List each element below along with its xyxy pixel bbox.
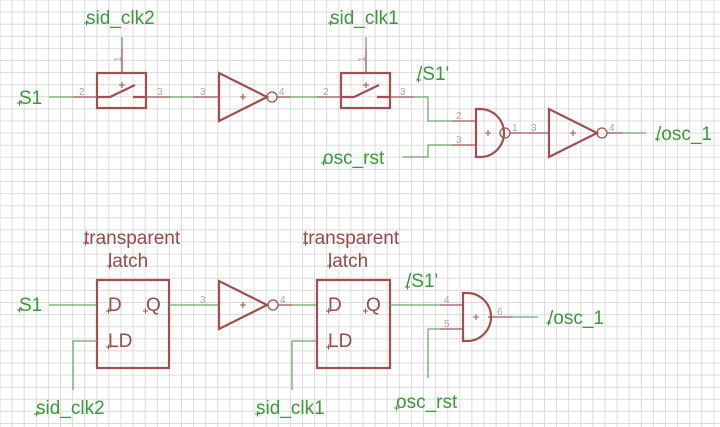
bottom-circuit: S1 transparent latch D Q LD sid_clk2 3 bbox=[17, 228, 604, 419]
latch1-subtitle: latch bbox=[108, 251, 148, 272]
wire-osc-rst-top[interactable] bbox=[403, 144, 452, 158]
pin-label: 1 bbox=[512, 123, 518, 134]
pin-label: 1 bbox=[357, 56, 368, 62]
pin-label: 5 bbox=[444, 319, 450, 330]
and-gate[interactable] bbox=[461, 291, 493, 343]
net-label-sid-clk2-top[interactable]: sid_clk2 bbox=[84, 8, 155, 29]
latch1-pin-d: D bbox=[108, 295, 122, 316]
svg-text:sid_clk2: sid_clk2 bbox=[36, 398, 105, 419]
pin-label: 4 bbox=[280, 295, 286, 306]
transparent-latch-2[interactable]: transparent latch D Q LD bbox=[303, 228, 400, 370]
latch2-subtitle: latch bbox=[328, 251, 368, 272]
net-label-osc-1-top[interactable]: /osc_1 bbox=[655, 124, 712, 145]
net-label-osc-1-bottom[interactable]: /osc_1 bbox=[546, 308, 604, 329]
pin-label: 3 bbox=[456, 135, 462, 146]
net-label-osc-rst-top[interactable]: osc_rst bbox=[321, 148, 385, 169]
wire-sid-clk2-bottom[interactable] bbox=[72, 340, 97, 390]
wire-sid-clk1-bottom[interactable] bbox=[291, 340, 316, 390]
inverter-3[interactable] bbox=[217, 279, 279, 331]
net-label-sid-clk2-bottom[interactable]: sid_clk2 bbox=[34, 398, 105, 419]
svg-text:/osc_1: /osc_1 bbox=[656, 124, 712, 145]
wire-s1-prime-top[interactable] bbox=[414, 96, 452, 122]
svg-text:S1: S1 bbox=[19, 88, 42, 109]
net-label-s1-bottom[interactable]: S1 bbox=[17, 295, 42, 316]
pin-label: 2 bbox=[79, 87, 85, 98]
analog-switch-2[interactable] bbox=[339, 71, 392, 110]
svg-text:/S1': /S1' bbox=[406, 271, 438, 292]
latch2-title: transparent bbox=[303, 228, 400, 249]
svg-text:/osc_1: /osc_1 bbox=[548, 308, 604, 329]
wire-osc-rst-bottom[interactable] bbox=[427, 328, 440, 378]
pin-label: 3 bbox=[200, 295, 206, 306]
latch1-title: transparent bbox=[84, 228, 181, 249]
latch2-pin-q: Q bbox=[366, 295, 381, 316]
pin-label: 4 bbox=[444, 295, 450, 306]
latch1-pin-ld: LD bbox=[108, 331, 132, 352]
svg-text:osc_rst: osc_rst bbox=[396, 392, 458, 413]
pin-label: 4 bbox=[609, 123, 615, 134]
net-label-sid-clk1-top[interactable]: sid_clk1 bbox=[328, 8, 399, 29]
net-label-s1-prime-bottom[interactable]: /S1' bbox=[405, 271, 438, 292]
pin-label: 4 bbox=[279, 87, 285, 98]
pin-label: 6 bbox=[497, 307, 503, 318]
latch2-pin-ld: LD bbox=[328, 331, 352, 352]
net-label-s1-top[interactable]: S1 bbox=[17, 88, 42, 109]
net-label-s1-prime-top[interactable]: /S1' bbox=[416, 64, 449, 85]
svg-text:osc_rst: osc_rst bbox=[323, 148, 385, 169]
svg-text:sid_clk2: sid_clk2 bbox=[86, 8, 155, 29]
pin-label: 2 bbox=[456, 111, 462, 122]
pin-label: 2 bbox=[323, 87, 329, 98]
pin-label: 3 bbox=[200, 87, 206, 98]
net-label-osc-rst-bottom[interactable]: osc_rst bbox=[394, 392, 458, 413]
pin-label: 3 bbox=[157, 87, 163, 98]
svg-text:sid_clk1: sid_clk1 bbox=[256, 398, 325, 419]
pin-label: 3 bbox=[531, 123, 537, 134]
transparent-latch-1[interactable]: transparent latch D Q LD bbox=[83, 228, 181, 370]
svg-text:/S1': /S1' bbox=[417, 64, 449, 85]
latch2-pin-d: D bbox=[328, 295, 342, 316]
pin-label: 3 bbox=[400, 87, 406, 98]
pin-label: 1 bbox=[113, 56, 124, 62]
svg-text:sid_clk1: sid_clk1 bbox=[330, 8, 399, 29]
net-label-sid-clk1-bottom[interactable]: sid_clk1 bbox=[255, 398, 325, 419]
top-circuit: S1 2 1 sid_clk2 3 3 4 2 bbox=[17, 8, 712, 169]
svg-text:S1: S1 bbox=[19, 295, 42, 316]
latch1-pin-q: Q bbox=[146, 295, 161, 316]
